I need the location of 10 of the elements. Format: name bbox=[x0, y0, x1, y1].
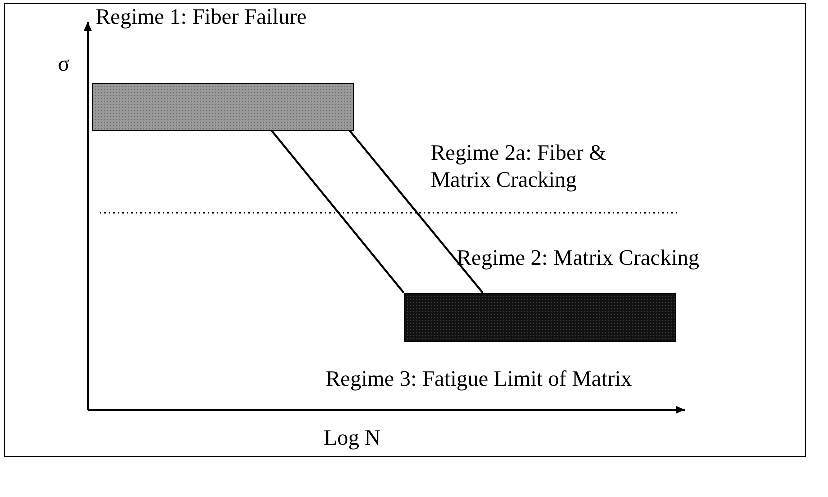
regime-label: Regime 3: Fatigue Limit of Matrix bbox=[326, 365, 632, 392]
line bbox=[271, 130, 405, 294]
regime-label: Regime 2: Matrix Cracking bbox=[457, 244, 700, 271]
regime-label: Regime 1: Fiber Failure bbox=[96, 3, 307, 30]
bar-region bbox=[404, 293, 676, 342]
regime-label: Regime 2a: Fiber & Matrix Cracking bbox=[431, 139, 608, 193]
line bbox=[349, 130, 484, 294]
bar-region bbox=[92, 83, 354, 131]
axis-label: Log N bbox=[324, 424, 381, 451]
axis-label: σ bbox=[58, 50, 70, 77]
